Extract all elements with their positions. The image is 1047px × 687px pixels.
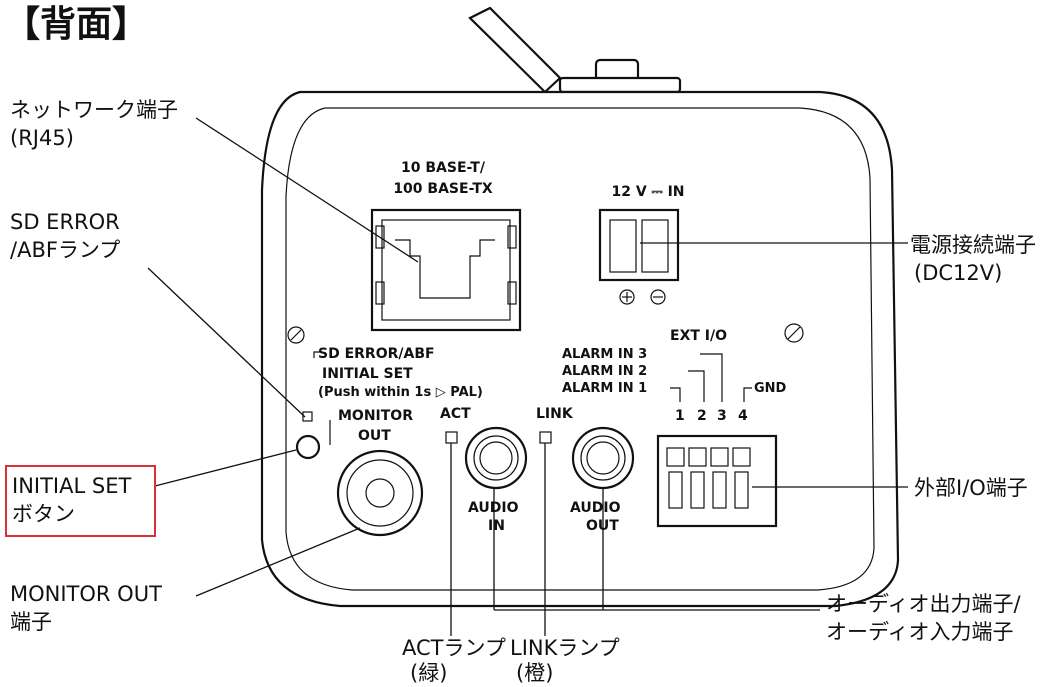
power-label: 12 V ⎓ IN — [611, 184, 684, 200]
link-label: LINK — [536, 406, 574, 422]
network-callout-line2: (RJ45) — [10, 126, 74, 150]
monitor-out-label-line1: MONITOR — [338, 408, 413, 424]
monitor-out-connector — [336, 449, 424, 537]
pin-2-label: 2 — [697, 408, 707, 424]
audio-out-block: LINK AUDIO OUT — [536, 406, 635, 534]
audio-out-jack — [571, 426, 635, 490]
sd-error-led — [302, 411, 313, 422]
audio-in-block: ACT AUDIO IN — [440, 406, 528, 534]
audio-callout-line2: オーディオ入力端子 — [826, 620, 1014, 644]
alarm-in-1-label: ALARM IN 1 — [562, 381, 647, 396]
sd-error-callout-line1: SD ERROR — [10, 210, 120, 234]
ext-io-terminal — [656, 434, 778, 528]
initial-set-highlight — [5, 465, 156, 537]
audio-in-label-line1: AUDIO — [468, 500, 519, 516]
initial-set-note: (Push within 1s ▷ PAL) — [318, 385, 483, 400]
power-terminal: 12 V ⎓ IN — [598, 184, 685, 305]
screw-left — [287, 326, 305, 344]
ethernet-label-line1: 10 BASE-T/ — [401, 160, 486, 176]
callouts: ネットワーク端子 (RJ45) SD ERROR /ABFランプ INITIAL… — [5, 98, 1036, 685]
act-label: ACT — [440, 406, 471, 422]
power-callout-line2: (DC12V) — [914, 261, 1002, 285]
power-minus-mark — [650, 289, 666, 305]
link-callout-line1: LINKランプ — [510, 636, 620, 660]
alarm-in-2-label: ALARM IN 2 — [562, 364, 647, 379]
alarm-in-3-label: ALARM IN 3 — [562, 347, 647, 362]
pin-1-label: 1 — [675, 408, 685, 424]
power-callout-line1: 電源接続端子 — [910, 233, 1036, 257]
ethernet-label-line2: 100 BASE-TX — [393, 181, 493, 197]
audio-in-label-line2: IN — [488, 518, 505, 534]
ethernet-port: 10 BASE-T/ 100 BASE-TX — [370, 160, 522, 332]
initial-set-label: INITIAL SET — [322, 366, 413, 382]
monitor-out-callout-line1: MONITOR OUT — [10, 582, 162, 606]
leader-lines — [147, 117, 908, 636]
monitor-out-label-line2: OUT — [358, 428, 391, 444]
ext-io-block: EXT I/O ALARM IN 3 ALARM IN 2 ALARM IN 1… — [562, 328, 787, 528]
initial-set-button[interactable] — [295, 434, 321, 460]
ext-io-label: EXT I/O — [670, 328, 727, 344]
ext-io-callout: 外部I/O端子 — [914, 476, 1028, 500]
initial-set-callout-line2: ボタン — [12, 502, 75, 526]
gnd-label: GND — [754, 381, 787, 396]
network-callout-line1: ネットワーク端子 — [10, 98, 178, 122]
power-plus-mark — [619, 289, 635, 305]
pin-4-label: 4 — [738, 408, 748, 424]
act-callout-line2: (緑) — [410, 661, 447, 683]
act-callout-line1: ACTランプ — [402, 636, 506, 660]
pin-3-label: 3 — [717, 408, 727, 424]
sd-error-callout-line2: /ABFランプ — [10, 238, 120, 262]
audio-callout-line1: オーディオ出力端子/ — [826, 592, 1022, 616]
audio-in-jack — [464, 426, 528, 490]
link-callout-line2: (橙) — [516, 661, 553, 683]
sd-error-abf-label: SD ERROR/ABF — [318, 346, 435, 362]
initial-set-callout-line1: INITIAL SET — [12, 474, 131, 498]
monitor-out-callout-line2: 端子 — [10, 610, 52, 634]
diagram-title: 【背面】 — [4, 4, 148, 45]
status-block: SD ERROR/ABF INITIAL SET (Push within 1s… — [295, 346, 483, 537]
audio-out-label-line1: AUDIO — [570, 500, 621, 516]
screw-right — [784, 323, 804, 343]
